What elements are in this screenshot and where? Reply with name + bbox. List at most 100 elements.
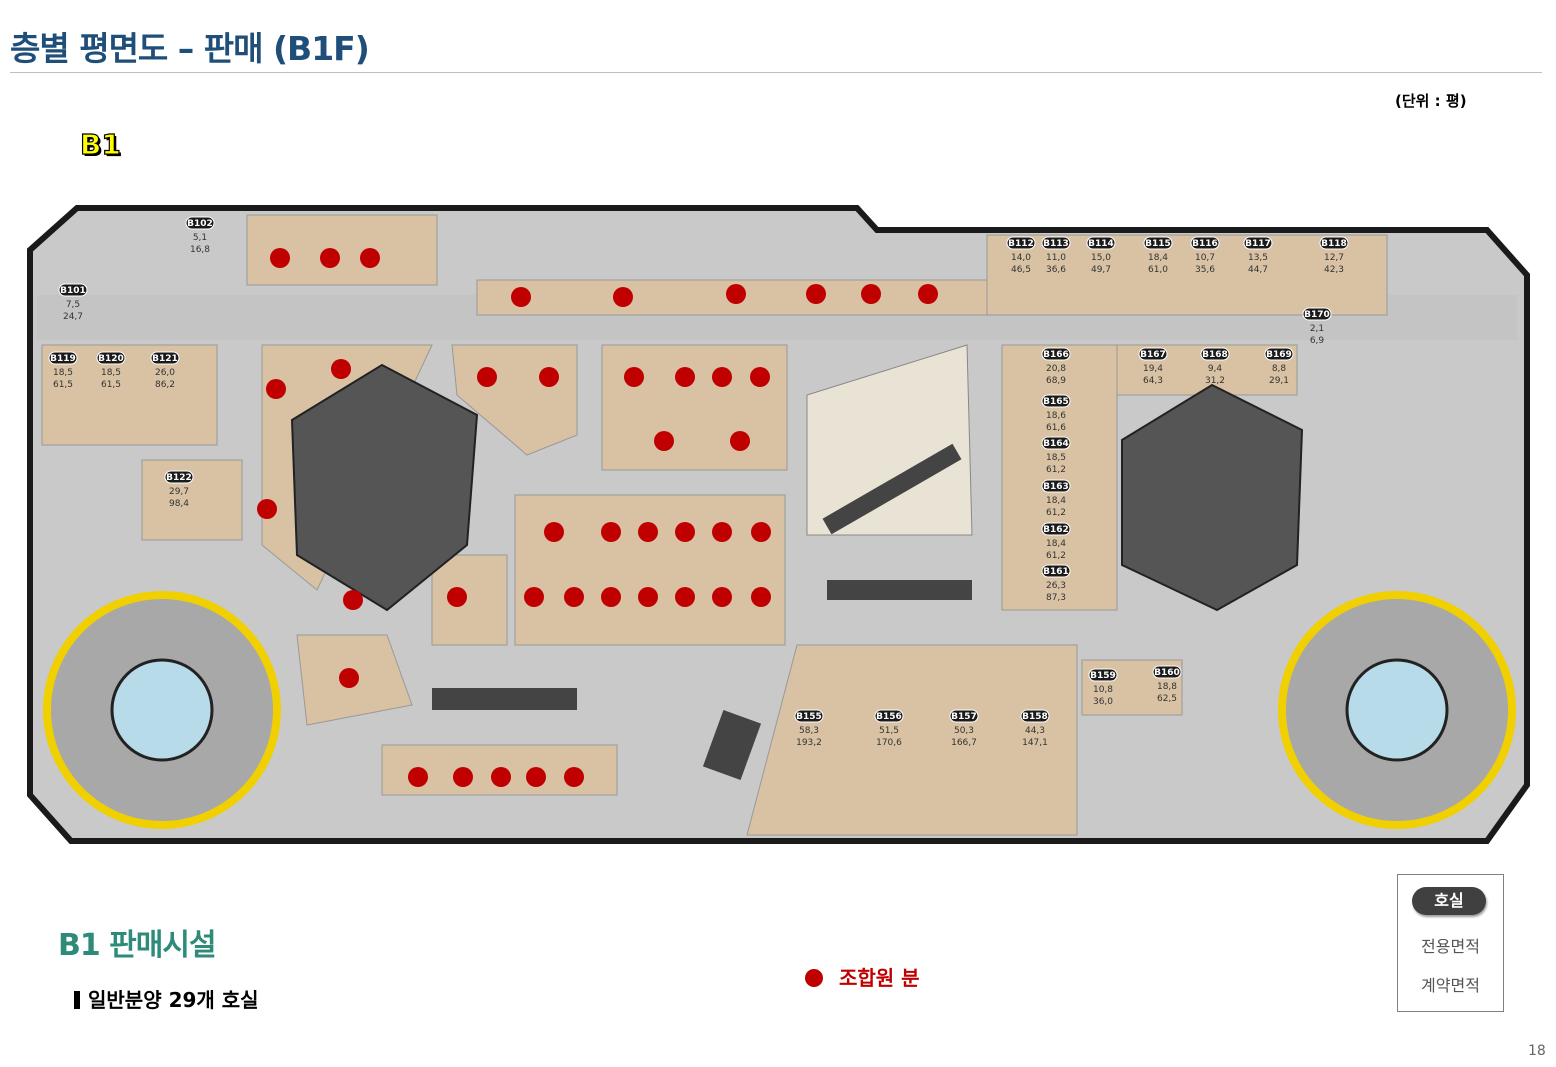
unit-contract-area: 24,7 <box>63 312 83 322</box>
member-marker <box>726 284 746 304</box>
title-divider <box>10 72 1542 73</box>
member-marker <box>453 767 473 787</box>
member-marker <box>918 284 938 304</box>
unit-exclusive-area: 19,4 <box>1143 364 1163 374</box>
member-marker <box>266 379 286 399</box>
member-marker <box>491 767 511 787</box>
unit-badge <box>1243 236 1273 250</box>
member-marker <box>712 367 732 387</box>
member-marker <box>750 367 770 387</box>
unit-exclusive-area: 10,8 <box>1093 685 1113 695</box>
unit-exclusive-area: 44,3 <box>1025 726 1045 736</box>
unit-badge <box>1152 665 1182 679</box>
unit-exclusive-area: 9,4 <box>1208 364 1223 374</box>
unit-id: B112 <box>1008 239 1034 249</box>
unit-exclusive-area: 18,8 <box>1157 682 1177 692</box>
member-marker <box>408 767 428 787</box>
member-marker <box>343 590 363 610</box>
member-marker <box>654 431 674 451</box>
unit-exclusive-area: 12,7 <box>1324 253 1344 263</box>
unit-exclusive-area: 51,5 <box>879 726 899 736</box>
unit-exclusive-area: 14,0 <box>1011 253 1031 263</box>
unit-label-b156: B156 51,5 170,6 <box>874 709 904 748</box>
unit-exclusive-area: 20,8 <box>1046 364 1066 374</box>
unit-id: B115 <box>1145 239 1171 249</box>
unit-badge <box>1041 522 1071 536</box>
member-marker <box>477 367 497 387</box>
unit-id: B114 <box>1088 239 1114 249</box>
shop-block <box>431 554 508 646</box>
shop-block <box>514 494 786 646</box>
unit-badge <box>1041 436 1071 450</box>
unit-exclusive-area: 18,5 <box>1046 453 1066 463</box>
ramp-right-inner <box>1345 658 1449 762</box>
member-unit-markers <box>257 248 938 787</box>
unit-badge <box>1138 347 1168 361</box>
unit-badge <box>1086 236 1116 250</box>
unit-badge <box>1041 347 1071 361</box>
unit-contract-area: 61,2 <box>1046 508 1066 518</box>
section-subtitle-text: 일반분양 29개 호실 <box>88 988 259 1012</box>
member-marker <box>675 367 695 387</box>
unit-exclusive-area: 50,3 <box>954 726 974 736</box>
unit-badge <box>1041 394 1071 408</box>
unit-badge <box>1264 347 1294 361</box>
unit-badge <box>185 216 215 230</box>
unit-id: B165 <box>1043 397 1069 407</box>
member-marker <box>564 587 584 607</box>
member-marker <box>544 522 564 542</box>
unit-contract-area: 193,2 <box>796 738 822 748</box>
member-marker <box>339 668 359 688</box>
legend: 조합원 분 <box>805 962 920 991</box>
unit-badge <box>164 470 194 484</box>
unit-contract-area: 61,5 <box>101 380 121 390</box>
member-marker <box>806 284 826 304</box>
member-dot-icon <box>805 969 823 987</box>
shop-block <box>601 344 788 471</box>
member-marker <box>751 587 771 607</box>
unit-id: B168 <box>1202 350 1228 360</box>
unit-exclusive-area: 18,5 <box>53 368 73 378</box>
member-marker <box>270 248 290 268</box>
member-marker <box>601 522 621 542</box>
floor-plan: B1017,524,7B1025,116,8B11214,046,5B11311… <box>27 205 1530 844</box>
unit-id: B160 <box>1154 668 1180 678</box>
unit-contract-area: 35,6 <box>1195 265 1215 275</box>
member-marker <box>624 367 644 387</box>
unit-contract-area: 31,2 <box>1205 376 1225 386</box>
unit-exclusive-area: 11,0 <box>1046 253 1066 263</box>
unit-id: B161 <box>1043 567 1069 577</box>
member-marker <box>613 287 633 307</box>
unit-contract-area: 16,8 <box>190 245 210 255</box>
member-marker <box>511 287 531 307</box>
unit-contract-area: 68,9 <box>1046 376 1066 386</box>
unit-id: B159 <box>1090 671 1116 681</box>
unit-contract-area: 170,6 <box>876 738 902 748</box>
unit-contract-area: 42,3 <box>1324 265 1344 275</box>
member-marker <box>638 587 658 607</box>
unit-badge <box>1319 236 1349 250</box>
unit-label-b168: B168 9,4 31,2 <box>1200 347 1230 386</box>
unit-exclusive-area: 58,3 <box>799 726 819 736</box>
unit-id: B102 <box>187 219 213 229</box>
unit-id: B156 <box>876 712 902 722</box>
section-subtitle: 일반분양 29개 호실 <box>74 984 259 1013</box>
member-marker <box>360 248 380 268</box>
floor-label: B1 <box>79 127 121 161</box>
